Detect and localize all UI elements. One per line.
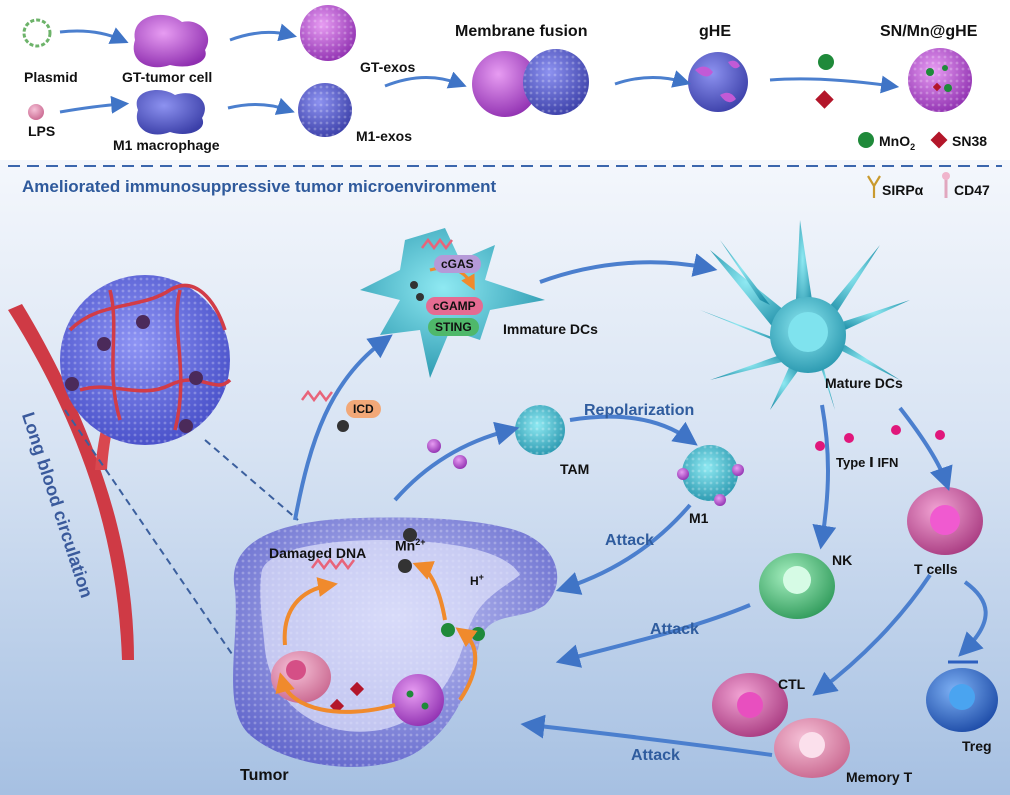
nk-label: NK	[832, 552, 853, 568]
m1-exos-label: M1-exos	[356, 128, 413, 144]
tam-label: TAM	[560, 461, 590, 477]
attack-label-nk: Attack	[650, 621, 699, 638]
damaged-dna-label: Damaged DNA	[269, 545, 367, 561]
section-title: Ameliorated immunosuppressive tumor micr…	[22, 177, 497, 196]
cgamp-chip: cGAMP	[426, 297, 483, 315]
plasmid-label: Plasmid	[24, 69, 78, 85]
legend-mno2: MnO2	[879, 133, 916, 152]
memory-t-label: Memory T	[846, 769, 913, 785]
ctl-label: CTL	[778, 676, 806, 692]
mn-ion-label: Mn2+	[395, 537, 426, 554]
sn-mn-ghe-label: SN/Mn@gHE	[880, 23, 978, 40]
icd-chip: ICD	[346, 400, 381, 418]
repolarization-label: Repolarization	[584, 402, 695, 419]
proton-label: H+	[470, 572, 484, 588]
mature-dcs-label: Mature DCs	[825, 375, 903, 391]
legend-sn38: SN38	[952, 133, 988, 149]
ghe-label: gHE	[699, 23, 731, 40]
t-cells-label: T cells	[914, 561, 958, 577]
m1-macrophage-label: M1 macrophage	[113, 137, 220, 153]
cgas-chip: cGAS	[434, 255, 481, 273]
lps-label: LPS	[28, 123, 56, 139]
legend-cd47: CD47	[954, 182, 990, 198]
sting-chip: STING	[428, 318, 479, 336]
tumor-label: Tumor	[240, 767, 289, 784]
treg-label: Treg	[962, 738, 992, 754]
type-ifn-label: Type Ⅰ IFN	[836, 455, 899, 470]
membrane-fusion-label: Membrane fusion	[455, 23, 588, 40]
m1-label: M1	[689, 510, 709, 526]
immature-dcs-label: Immature DCs	[503, 321, 598, 337]
attack-label-m1: Attack	[605, 532, 654, 549]
attack-label-ctl: Attack	[631, 747, 680, 764]
gt-exos-label: GT-exos	[360, 59, 416, 75]
legend-sirpa: SIRPα	[882, 182, 924, 198]
gt-tumor-cell-label: GT-tumor cell	[122, 69, 213, 85]
